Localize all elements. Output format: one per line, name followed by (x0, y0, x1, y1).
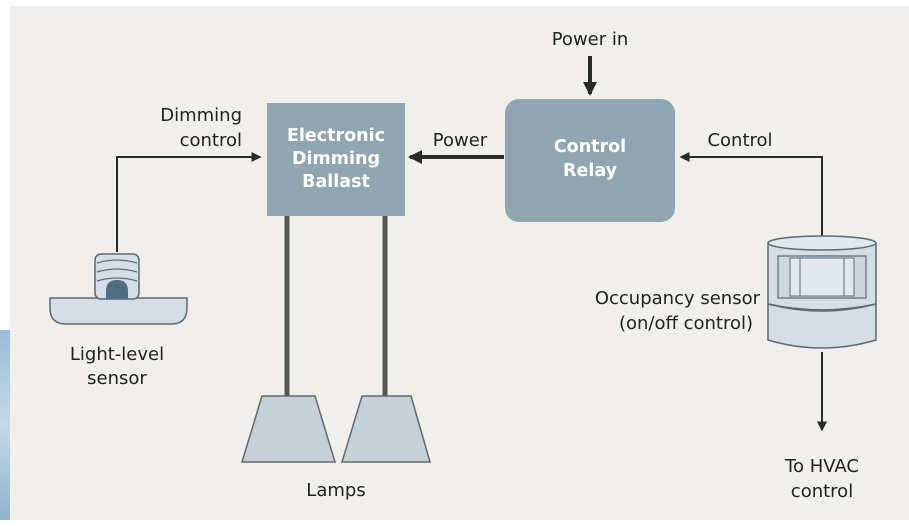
light-level-sensor-label-line2: sensor (87, 368, 147, 389)
light-level-sensor-label-line1: Light-level (69, 344, 165, 365)
lamps-label: Lamps (306, 480, 366, 501)
occupancy-sensor-label-line2: (on/off control) (618, 313, 753, 334)
dimming-control-label-line2: control (179, 130, 242, 151)
decorative-blue-strip (0, 330, 10, 520)
hvac-label-line2: control (790, 481, 854, 502)
relay-label-line2: Relay (562, 161, 618, 181)
electronic-dimming-ballast-box (267, 103, 405, 216)
lamp-left-icon (240, 395, 337, 463)
control-line (679, 152, 823, 238)
occupancy-sensor-icon (767, 235, 877, 349)
occupancy-sensor-label-line1: Occupancy sensor (594, 288, 760, 309)
dimming-control-line (116, 152, 262, 252)
ballast-label-line1: Electronic (286, 126, 386, 146)
light-level-sensor-icon (49, 253, 188, 325)
ballast-label-line3: Ballast (302, 172, 370, 192)
lamp-right-icon (340, 395, 431, 463)
power-label: Power (432, 130, 488, 151)
ballast-label-line2: Dimming (292, 149, 380, 169)
hvac-label-line1: To HVAC (785, 456, 859, 477)
dimming-control-label-line1: Dimming (160, 105, 242, 126)
diagram-background (10, 6, 909, 520)
relay-label-line1: Control (553, 137, 627, 157)
control-relay-box (505, 99, 675, 222)
control-label: Control (707, 130, 773, 151)
power-in-label: Power in (551, 29, 629, 50)
